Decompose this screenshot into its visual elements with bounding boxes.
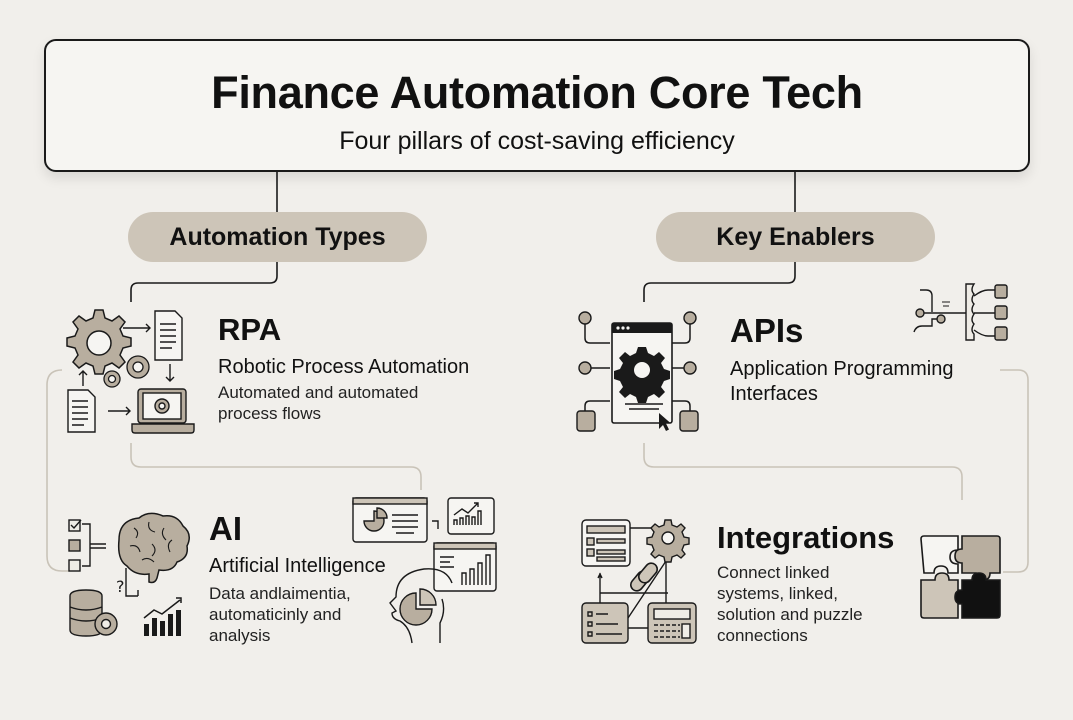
- ai-description-line1: Data andlaimentia,: [209, 584, 351, 603]
- apis-title: APIs: [730, 312, 804, 349]
- svg-text:?: ?: [116, 577, 125, 596]
- ai-description-line2: automaticinly and: [209, 605, 342, 624]
- category-pill-automation-types: Automation Types: [128, 212, 427, 262]
- chain-link-icon: [629, 562, 659, 592]
- cursor-icon: [659, 413, 671, 431]
- integrations-description-line4: connections: [717, 626, 808, 645]
- category-pill-key-enablers: Key Enablers: [656, 212, 935, 262]
- checklist-icon: [68, 519, 106, 572]
- rpa-description-line2: process flows: [218, 404, 321, 423]
- dashboard-icon: [352, 497, 497, 644]
- database-icon: [576, 410, 699, 432]
- integrations-description-line2: systems, linked,: [717, 584, 838, 603]
- apis-subtitle-line1: Application Programming: [730, 358, 954, 380]
- network-hub-icon: [913, 283, 1008, 341]
- laptop-gear-icon: [131, 388, 195, 434]
- puzzle-icon: [920, 535, 1001, 619]
- document-icon: [67, 310, 183, 433]
- rpa-description-line1: Automated and automated: [218, 383, 419, 402]
- head-pie-chart-icon: [389, 568, 453, 644]
- ai-description-line3: analysis: [209, 626, 271, 645]
- gear-icon: [646, 519, 690, 563]
- apis-subtitle-line2: Interfaces: [730, 383, 818, 405]
- page-title: Finance Automation Core Tech: [211, 67, 863, 118]
- arrow-icon: [78, 323, 175, 416]
- gear-icon: [66, 309, 132, 375]
- form-window-icon: [581, 519, 631, 567]
- integrations-icon-cluster: [581, 519, 697, 644]
- database-gear-icon: [69, 589, 118, 637]
- integrations-description-line3: solution and puzzle: [717, 605, 863, 624]
- integrations-description-line1: Connect linked: [717, 563, 830, 582]
- brain-icon: [117, 512, 190, 584]
- rpa-icon-cluster: [66, 309, 195, 434]
- ai-icon-cluster: ?: [68, 512, 190, 637]
- api-window-gear-icon: [576, 311, 699, 432]
- integrations-title: Integrations: [717, 520, 895, 555]
- ai-subtitle: Artificial Intelligence: [209, 555, 386, 577]
- title-card: Finance Automation Core Tech Four pillar…: [44, 39, 1030, 172]
- ai-title: AI: [209, 510, 242, 547]
- rpa-subtitle: Robotic Process Automation: [218, 356, 470, 378]
- page-subtitle: Four pillars of cost-saving efficiency: [339, 127, 735, 155]
- bar-chart-icon: [143, 597, 182, 636]
- rpa-title: RPA: [218, 312, 282, 347]
